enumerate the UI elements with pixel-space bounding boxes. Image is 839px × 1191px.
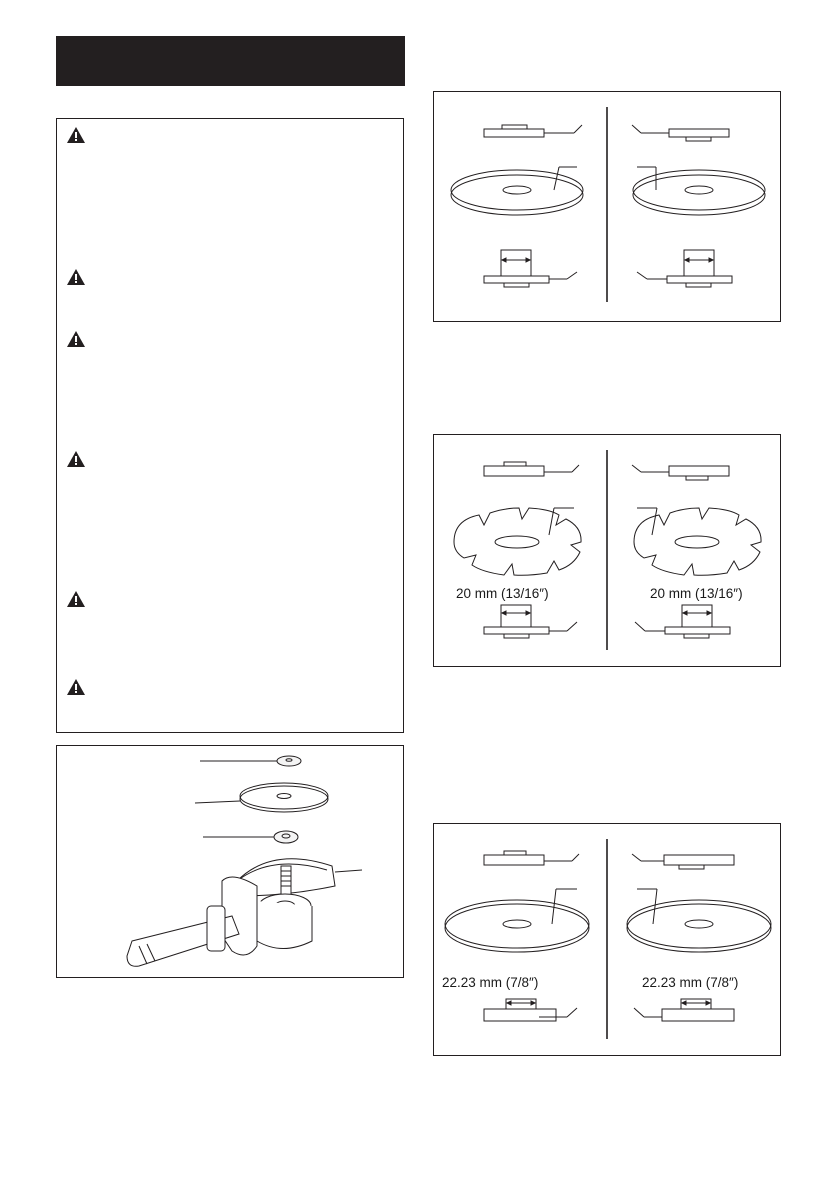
wheel-installation-figure-1 — [433, 91, 781, 322]
left-bore-dimension-label: 22.23 mm (7/8″) — [442, 975, 539, 990]
right-bore-dimension-label: 20 mm (13/16″) — [650, 586, 743, 601]
wheel-installation-figure-3: 22.23 mm (7/8″) 22.23 mm (7/8″) — [433, 823, 781, 1056]
warning-box — [56, 118, 404, 733]
depressed-center-wheel-diagram — [450, 107, 766, 302]
diamond-wheel-diagram — [453, 450, 762, 650]
warning-triangle-icon — [67, 591, 85, 607]
warning-triangle-icon — [67, 127, 85, 143]
grinder-assembly-figure — [56, 745, 404, 978]
section-header-bar — [56, 36, 405, 86]
warning-triangle-icon — [67, 679, 85, 695]
right-bore-dimension-label: 22.23 mm (7/8″) — [642, 975, 739, 990]
warning-triangle-icon — [67, 269, 85, 285]
grinder-assembly-illustration — [126, 755, 363, 967]
wheel-installation-figure-2: 20 mm (13/16″) 20 mm (13/16″) — [433, 434, 781, 667]
flat-wheel-diagram — [444, 839, 772, 1039]
warning-triangle-icon — [67, 331, 85, 347]
left-bore-dimension-label: 20 mm (13/16″) — [456, 586, 549, 601]
warning-triangle-icon — [67, 451, 85, 467]
